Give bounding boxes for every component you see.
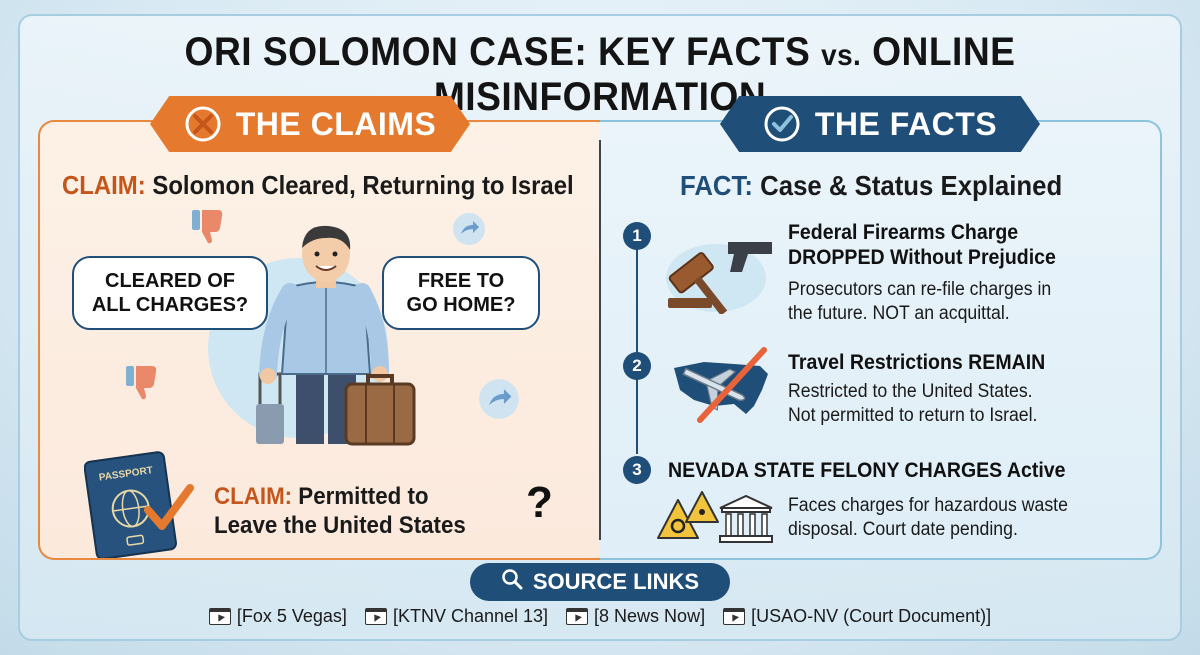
claims-banner-label: THE CLAIMS	[235, 105, 437, 142]
panel-divider	[599, 140, 601, 540]
source-links-label: SOURCE LINKS	[532, 569, 700, 594]
link-icon	[566, 608, 589, 625]
fact-1-title: Federal Firearms Charge DROPPED Without …	[788, 221, 1056, 269]
fact-3-number: 3	[623, 456, 651, 484]
facts-timeline	[636, 244, 638, 454]
link-icon	[723, 608, 746, 625]
fact-1-body: Prosecutors can re-file charges in the f…	[788, 279, 1052, 324]
share-arrow-icon	[478, 378, 520, 425]
source-link-fox5[interactable]: [Fox 5 Vegas]	[208, 606, 347, 627]
facts-banner: THE FACTS	[720, 96, 1040, 152]
suitcase-icon	[344, 372, 416, 451]
share-arrow-icon	[452, 212, 486, 251]
fact-1-number: 1	[623, 222, 651, 250]
passport-icon: PASSPORT	[83, 448, 196, 563]
pistol-icon	[728, 242, 772, 272]
speech-bubble-free: FREE TO GO HOME?	[382, 256, 540, 330]
page-title: ORI SOLOMON CASE: KEY FACTS vs. ONLINE M…	[184, 30, 1016, 119]
fact-3-body: Faces charges for hazardous waste dispos…	[788, 495, 1068, 540]
radiation-icon	[685, 491, 719, 523]
source-link-usao[interactable]: [USAO-NV (Court Document)]	[723, 606, 991, 627]
source-links-list: [Fox 5 Vegas] [KTNV Channel 13] [8 News …	[0, 606, 1200, 627]
source-links-banner: SOURCE LINKS	[470, 563, 730, 601]
facts-heading: FACT: Case & Status Explained	[680, 170, 1063, 201]
claim-2-text: CLAIM: Permitted to Leave the United Sta…	[214, 483, 466, 539]
source-link-ktnv[interactable]: [KTNV Channel 13]	[364, 606, 548, 627]
claims-banner: THE CLAIMS	[150, 96, 470, 152]
fact-3-title: NEVADA STATE FELONY CHARGES Active	[668, 459, 1066, 482]
speech-bubble-cleared: CLEARED OF ALL CHARGES?	[72, 256, 268, 330]
x-circle-icon	[184, 105, 222, 143]
source-link-8news[interactable]: [8 News Now]	[566, 606, 705, 627]
facts-banner-label: THE FACTS	[814, 105, 998, 142]
question-mark: ?	[526, 478, 553, 527]
fact-2-body: Restricted to the United States. Not per…	[788, 381, 1038, 426]
fact-2-title: Travel Restrictions REMAIN	[788, 351, 1046, 374]
facts-panel	[600, 120, 1162, 560]
man-with-suitcase-illustration	[230, 224, 430, 451]
claim-1-heading: CLAIM: Solomon Cleared, Returning to Isr…	[62, 170, 574, 200]
gavel-icon	[662, 224, 778, 319]
search-icon	[501, 568, 523, 596]
link-icon	[208, 608, 231, 625]
check-circle-icon	[763, 105, 801, 143]
airplane-us-map-icon	[664, 344, 776, 431]
hazard-icons	[656, 486, 776, 555]
thumbs-down-icon	[190, 206, 226, 251]
link-icon	[364, 608, 387, 625]
courthouse-icon	[719, 494, 773, 543]
fact-2-number: 2	[623, 352, 651, 380]
thumbs-down-icon	[124, 362, 160, 411]
checkmark-icon	[144, 484, 194, 530]
